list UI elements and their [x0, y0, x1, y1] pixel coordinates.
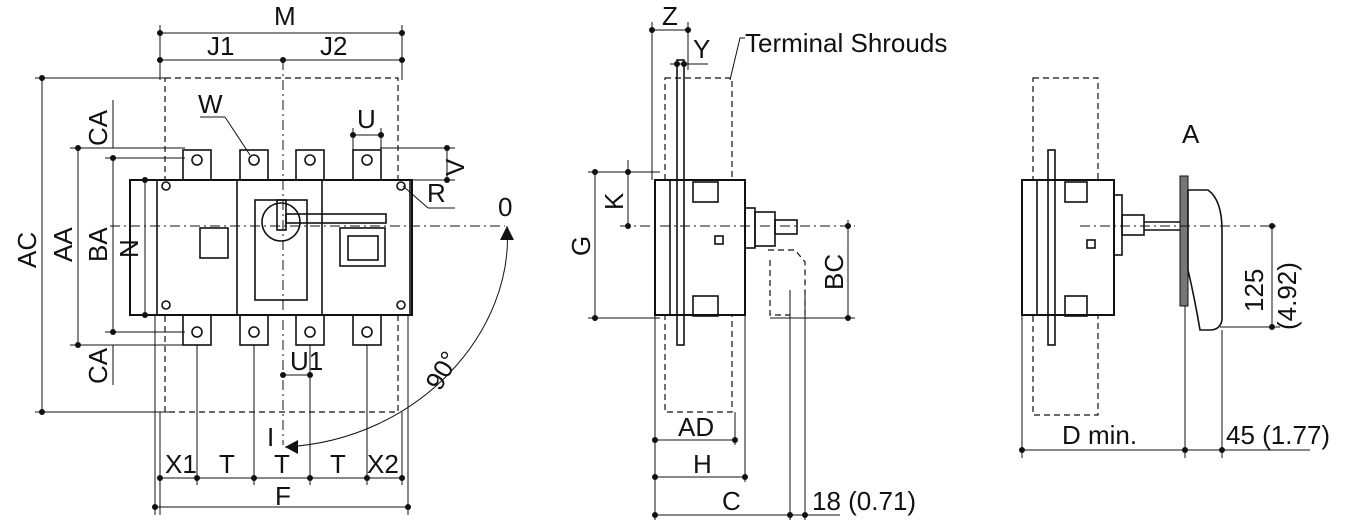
label-H: H — [693, 449, 712, 479]
label-K: K — [599, 192, 629, 210]
label-AA: AA — [48, 227, 78, 262]
label-A: A — [1182, 119, 1200, 149]
side-body — [654, 179, 746, 316]
label-N: N — [114, 239, 144, 258]
label-45: 45 (1.77) — [1226, 420, 1330, 450]
handle-view-body — [1021, 179, 1115, 316]
label-terminal-shrouds: Terminal Shrouds — [745, 28, 947, 58]
label-U1: U1 — [290, 346, 323, 376]
label-D-min: D min. — [1062, 420, 1137, 450]
label-J1: J1 — [207, 31, 234, 61]
bottom-terminals — [182, 314, 382, 346]
padlock-inner — [347, 235, 379, 261]
label-X2: X2 — [367, 449, 399, 479]
label-125-in: (4.92) — [1272, 262, 1302, 330]
label-AD: AD — [678, 412, 714, 442]
side-terminal-bar — [676, 59, 685, 346]
handle-plate — [236, 179, 323, 316]
label-Z: Z — [662, 1, 678, 31]
label-X1: X1 — [165, 449, 197, 479]
handle-view: A 125 (4.92) D min. 45 (1.77) — [1019, 77, 1330, 458]
side-view: Z Y Terminal Shrouds K G BC AD H C 18 (0… — [566, 1, 947, 520]
label-G: G — [566, 236, 596, 256]
top-terminals — [182, 149, 382, 181]
label-U: U — [357, 104, 376, 134]
label-I: I — [267, 422, 274, 452]
label-BC: BC — [819, 254, 849, 290]
rotary-knob — [261, 202, 301, 242]
label-M: M — [274, 1, 296, 31]
label-BA: BA — [83, 227, 113, 262]
operating-handle — [1187, 189, 1223, 331]
side-shaft-base — [744, 207, 756, 249]
label-ninety: 90° — [419, 346, 465, 395]
label-R: R — [427, 178, 446, 208]
label-18: 18 (0.71) — [812, 486, 916, 516]
label-T2: T — [274, 449, 290, 479]
label-zero: 0 — [498, 192, 512, 222]
front-view: M J1 J2 W U R 0 AC AA BA N CA CA V U1 90… — [12, 1, 514, 515]
label-F: F — [275, 481, 291, 511]
label-AC: AC — [12, 232, 42, 268]
label-C: C — [722, 486, 741, 516]
label-window — [199, 227, 229, 259]
label-T1: T — [219, 449, 235, 479]
door-panel — [1179, 175, 1189, 307]
shaft — [285, 213, 387, 224]
label-J2: J2 — [320, 31, 347, 61]
label-CA-bottom: CA — [83, 347, 113, 384]
label-W: W — [198, 89, 223, 119]
label-Y: Y — [693, 34, 710, 64]
label-CA-top: CA — [83, 109, 113, 146]
padlock-block — [339, 227, 386, 267]
label-125: 125 — [1239, 269, 1269, 312]
label-T3: T — [330, 449, 346, 479]
label-V: V — [440, 158, 470, 176]
